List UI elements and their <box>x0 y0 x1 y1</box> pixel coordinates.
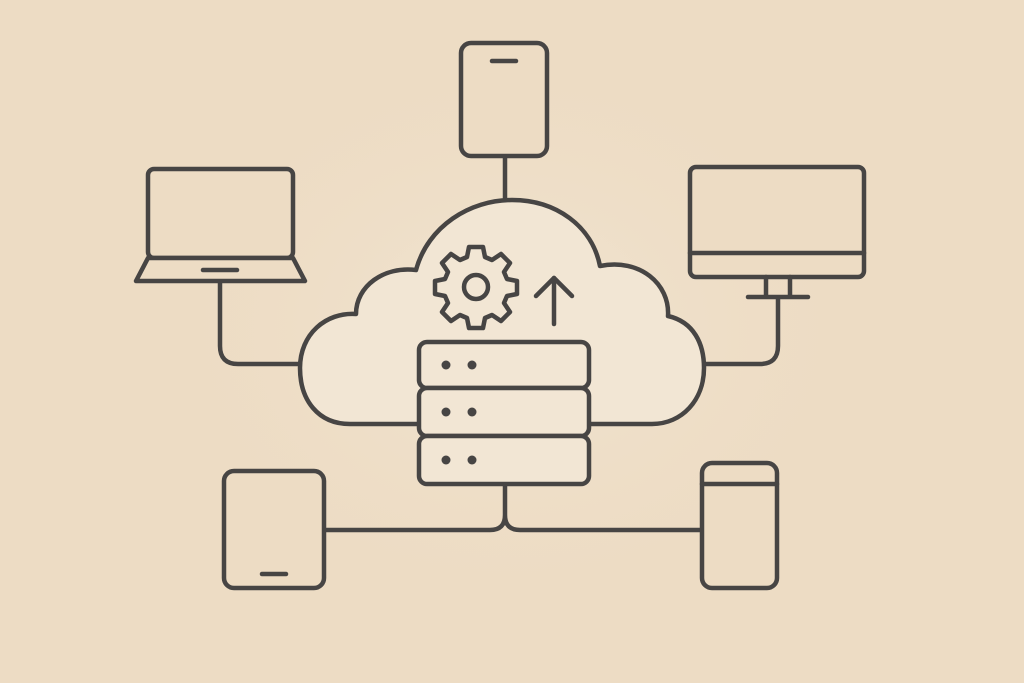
connector-laptop <box>217 280 303 367</box>
server-unit <box>416 339 592 391</box>
smartphone-icon <box>458 40 550 159</box>
tablet-icon <box>221 468 327 591</box>
server-unit <box>416 385 592 439</box>
server-unit <box>416 433 592 487</box>
speaker-device-icon <box>699 460 780 591</box>
monitor-icon <box>687 164 867 300</box>
laptop-icon <box>133 166 308 284</box>
upload-arrow-icon <box>533 275 575 327</box>
gear-icon <box>432 244 520 331</box>
connector-monitor <box>699 295 781 367</box>
server-rack-icon <box>416 339 592 487</box>
